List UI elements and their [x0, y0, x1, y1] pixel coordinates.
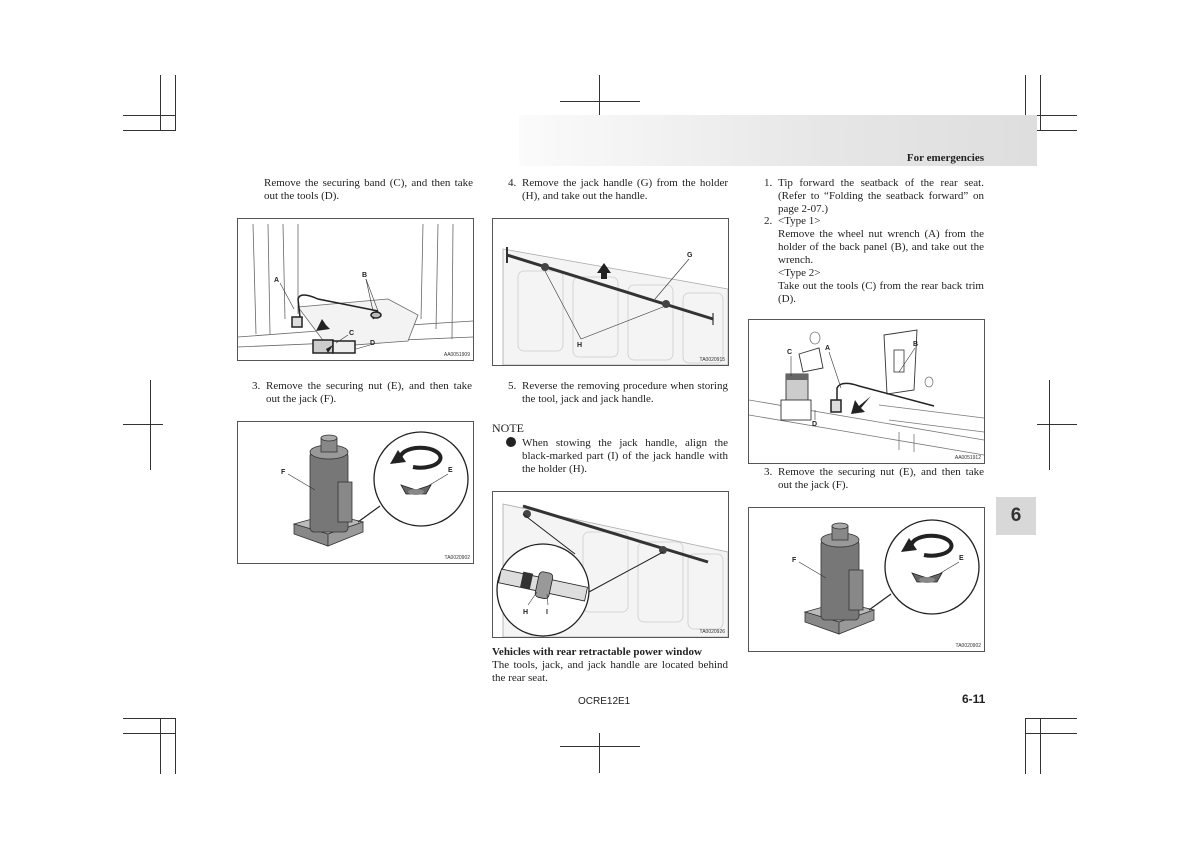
svg-text:F: F	[281, 469, 286, 476]
col3-step2: 2. <Type 1> Remove the wheel nut wrench …	[764, 215, 984, 306]
step-number: 4.	[508, 177, 517, 189]
fig1-label-a: A	[274, 277, 279, 284]
figure-jack: F E TA0020902	[237, 421, 474, 564]
col3-step1: 1. Tip forward the seatback of the rear …	[764, 177, 984, 216]
fig1-label-c: C	[349, 330, 354, 337]
type1-label: <Type 1>	[778, 215, 821, 227]
svg-text:F: F	[792, 557, 797, 564]
svg-text:H: H	[577, 342, 582, 349]
col2-step4: 4. Remove the jack handle (G) from the h…	[508, 177, 728, 203]
step-text: Remove the securing nut (E), and then ta…	[266, 380, 472, 405]
subheading-text: The tools, jack, and jack handle are loc…	[492, 659, 728, 684]
figure-tools-storage: A B C D AA0051909	[237, 218, 474, 361]
note-text: When stowing the jack handle, align the …	[522, 437, 728, 475]
col1-step3: 3. Remove the securing nut (E), and then…	[252, 380, 472, 406]
svg-text:G: G	[687, 252, 693, 259]
figure-jack-2: F E TA0020902	[748, 507, 985, 652]
header-band	[519, 115, 1037, 166]
svg-text:I: I	[546, 609, 548, 616]
step-text: Tip forward the seatback of the rear sea…	[778, 177, 984, 215]
step-number: 2.	[764, 215, 773, 227]
fig2-code: TA0020902	[444, 555, 470, 561]
col2-step5: 5. Reverse the removing procedure when s…	[508, 380, 728, 406]
fig6-code: TA0020902	[955, 643, 981, 649]
subheading: Vehicles with rear retractable power win…	[492, 646, 702, 658]
chapter-tab: 6	[996, 497, 1036, 535]
figure-wrench-holder: C A B D AA0051912	[748, 319, 985, 464]
note-item: When stowing the jack handle, align the …	[506, 437, 728, 476]
step-text: Remove the securing nut (E), and then ta…	[778, 466, 984, 491]
figure-jack-handle-removal: H G TA0020915	[492, 218, 729, 366]
col1-intro: Remove the securing band (C), and then t…	[264, 177, 473, 202]
svg-text:D: D	[812, 421, 817, 428]
step-number: 3.	[764, 466, 773, 478]
fig4-code: TA0020926	[699, 629, 725, 635]
fig1-label-d: D	[370, 340, 375, 347]
fig3-code: TA0020915	[699, 357, 725, 363]
page-number: 6-11	[962, 692, 986, 706]
svg-text:H: H	[523, 609, 528, 616]
type1-text: Remove the wheel nut wrench (A) from the…	[778, 228, 984, 266]
step-number: 5.	[508, 380, 517, 392]
fig5-code: AA0051912	[954, 455, 981, 461]
step-text: Reverse the removing procedure when stor…	[522, 380, 728, 405]
section-title: For emergencies	[906, 152, 984, 164]
document-code: OCRE12E1	[578, 696, 631, 707]
svg-text:A: A	[825, 345, 830, 352]
type2-text: Take out the tools (C) from the rear bac…	[778, 280, 984, 305]
step-number: 3.	[252, 380, 261, 392]
figure-jack-handle-alignment: H I TA0020926	[492, 491, 729, 638]
fig1-label-b: B	[362, 272, 367, 279]
type2-label: <Type 2>	[778, 267, 821, 279]
step-number: 1.	[764, 177, 773, 189]
svg-text:E: E	[448, 467, 453, 474]
col3-step3: 3. Remove the securing nut (E), and then…	[764, 466, 984, 492]
step-text: Remove the jack handle (G) from the hold…	[522, 177, 728, 202]
bullet-icon	[506, 437, 516, 447]
svg-text:B: B	[913, 341, 918, 348]
svg-text:C: C	[787, 349, 792, 356]
fig1-code: AA0051909	[443, 352, 470, 358]
svg-text:E: E	[959, 555, 964, 562]
note-title: NOTE	[492, 421, 524, 435]
